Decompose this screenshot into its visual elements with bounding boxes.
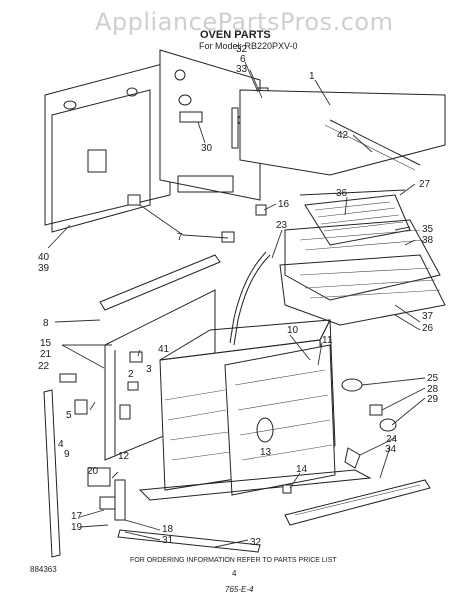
leader-lines bbox=[47, 61, 426, 548]
callout-4: 4 bbox=[58, 439, 64, 450]
callout-35: 35 bbox=[422, 224, 434, 235]
callout-27: 27 bbox=[419, 179, 431, 190]
watermark: AppliancePartsPros.com bbox=[95, 8, 393, 36]
model-line: For Model: RB220PXV-0 bbox=[199, 41, 298, 51]
callout-18: 18 bbox=[162, 524, 174, 535]
callout-3: 3 bbox=[146, 364, 152, 375]
callout-11: 11 bbox=[322, 335, 333, 346]
callout-28: 28 bbox=[427, 384, 439, 395]
callout-36: 36 bbox=[336, 188, 348, 199]
callout-2: 2 bbox=[128, 369, 134, 380]
callout-24: 24 bbox=[386, 434, 398, 445]
callout-5: 5 bbox=[66, 410, 72, 421]
callout-30: 30 bbox=[201, 143, 213, 154]
callout-34: 34 bbox=[385, 444, 397, 455]
callout-19: 19 bbox=[71, 522, 83, 533]
callout-38: 38 bbox=[422, 235, 434, 246]
callout-21: 21 bbox=[40, 349, 52, 360]
callout-12: 12 bbox=[118, 451, 130, 462]
callout-29: 29 bbox=[427, 394, 439, 405]
callout-33: 33 bbox=[236, 64, 248, 75]
callout-8: 8 bbox=[43, 318, 49, 329]
parts-artwork bbox=[43, 49, 446, 558]
callout-10: 10 bbox=[287, 325, 299, 336]
callout-42: 42 bbox=[337, 130, 349, 141]
handwritten-code: 765-E-4 bbox=[225, 585, 254, 594]
callout-25: 25 bbox=[427, 373, 439, 384]
callout-23: 23 bbox=[276, 220, 288, 231]
callout-22: 22 bbox=[38, 361, 50, 372]
callout-6: 6 bbox=[240, 54, 246, 65]
callout-31: 31 bbox=[162, 535, 174, 546]
callout-26: 26 bbox=[422, 323, 434, 334]
callout-9: 9 bbox=[64, 449, 70, 460]
callout-1: 1 bbox=[309, 71, 315, 82]
callout-37: 37 bbox=[422, 311, 434, 322]
ordering-note: FOR ORDERING INFORMATION REFER TO PARTS … bbox=[130, 557, 337, 564]
callout-15: 15 bbox=[40, 338, 52, 349]
page-title: OVEN PARTS bbox=[200, 29, 271, 41]
callout-20: 20 bbox=[87, 466, 99, 477]
callout-39: 39 bbox=[38, 263, 50, 274]
callout-41: 41 bbox=[158, 344, 170, 355]
callout-32-bottom: 32 bbox=[250, 537, 262, 548]
callout-32-top: 32 bbox=[236, 44, 248, 55]
callout-40: 40 bbox=[38, 252, 50, 263]
callout-14: 14 bbox=[296, 464, 308, 475]
callout-16: 16 bbox=[278, 199, 290, 210]
callout-7: 7 bbox=[177, 232, 183, 243]
page-number: 4 bbox=[232, 569, 237, 578]
callout-17: 17 bbox=[71, 511, 83, 522]
callout-labels: 32 6 33 1 42 30 16 27 36 35 38 23 7 40 3… bbox=[38, 44, 439, 548]
callout-13: 13 bbox=[260, 447, 272, 458]
code-left: 884363 bbox=[30, 565, 57, 574]
